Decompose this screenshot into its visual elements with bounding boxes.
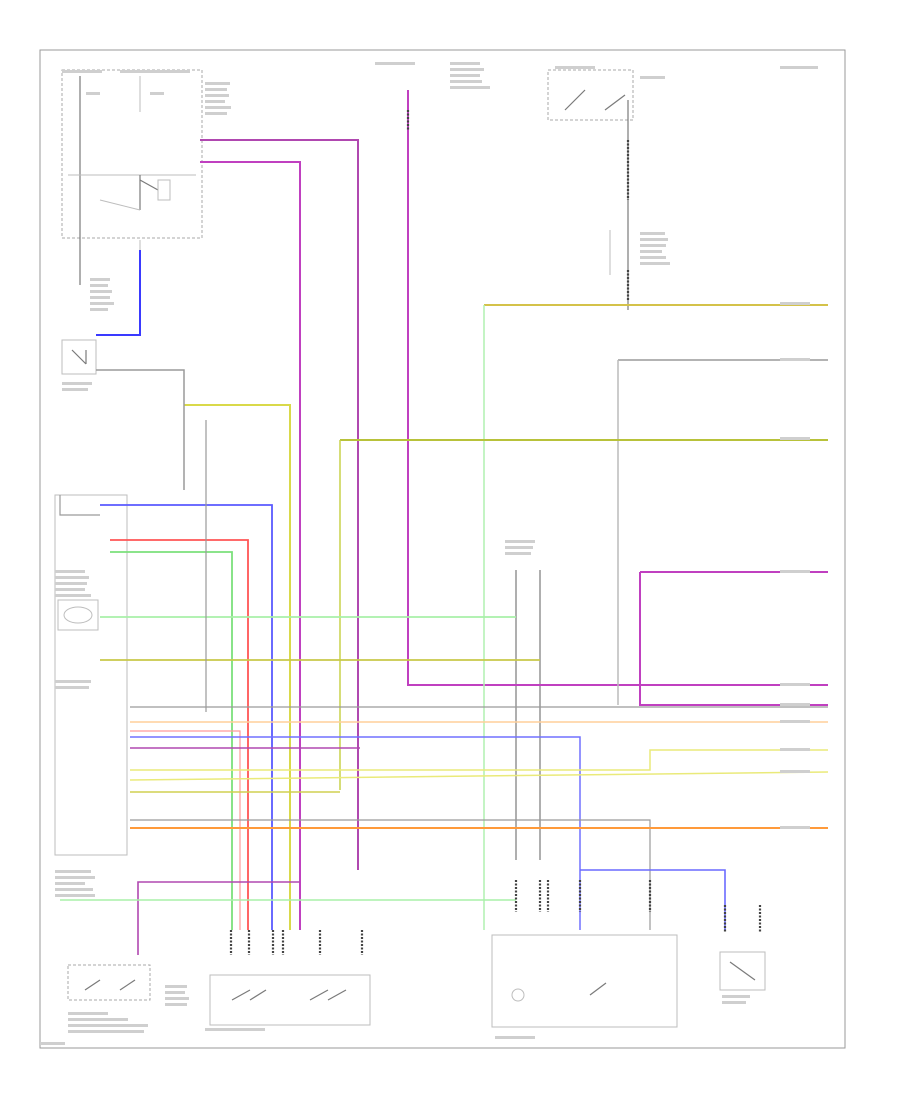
wire-gray-bottom — [130, 819, 651, 930]
wire-blue-long — [130, 736, 581, 930]
diagram-frame — [39, 49, 846, 1049]
climate-control-unit — [54, 494, 128, 856]
wire-pink — [130, 730, 241, 930]
wire-purple-long — [407, 90, 828, 686]
wire-yellow-resistor — [184, 404, 291, 930]
blower-switch — [209, 974, 371, 1026]
wire-blue-motor — [96, 250, 141, 336]
compressor-clutch-relay — [515, 570, 541, 860]
wire-purple-2 — [200, 161, 301, 930]
connectors — [229, 110, 762, 955]
wire-blue-heater — [580, 869, 726, 930]
blower-motor — [61, 339, 97, 375]
wire-blue-ccu — [100, 504, 273, 930]
label-marks — [40, 62, 818, 1045]
a-c-switch — [491, 934, 678, 1028]
wire-yellow-2 — [129, 771, 829, 781]
ignition-relay — [547, 69, 634, 310]
wire-yellow-1 — [130, 749, 828, 771]
wire-purple-1 — [200, 139, 359, 870]
wire-green-ccu — [110, 551, 233, 930]
heater-control-panel — [719, 951, 766, 991]
wire-purple-bottom — [137, 881, 300, 955]
fuse-box-group — [61, 69, 203, 285]
wires — [59, 90, 829, 955]
wire-red — [110, 539, 249, 930]
wire-gray-resistor — [96, 369, 185, 490]
wire-gray-top-ccu — [59, 495, 100, 516]
wire-purple-right-2 — [639, 572, 828, 706]
pressure-switch — [67, 964, 151, 1001]
